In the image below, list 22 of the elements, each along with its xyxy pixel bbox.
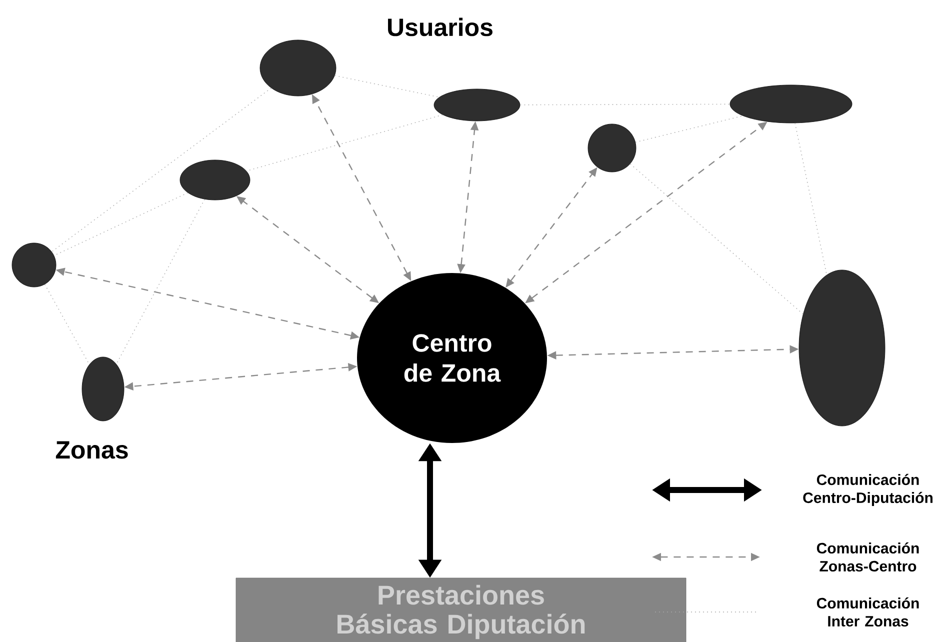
zone-ellipse [798,270,886,426]
zone-ellipse [180,160,250,200]
dotted-line [520,104,730,106]
dotted-line [630,163,804,315]
zone-ellipse [434,88,520,122]
zone-ellipse [730,84,852,124]
dotted-line [44,284,90,365]
legend-text: Comunicación Inter Zonas [816,597,919,627]
dotted-line [54,192,188,256]
zone-ellipse [260,40,336,96]
zone-ellipse [82,356,124,422]
group-label: Usuarios [388,18,492,36]
dotted-line [794,122,828,276]
dotted-line [334,75,440,98]
legend-text: Comunicación Centro-Diputación [803,474,932,506]
dotted-line [635,115,744,143]
legend-text: Comunicación Zonas-Centro [816,542,919,572]
zone-circle [588,124,636,172]
plate-box: Prestaciones Básicas Diputación [236,578,686,642]
zone-circle [12,242,56,288]
dotted-line [51,88,272,252]
dotted-line [116,198,206,364]
